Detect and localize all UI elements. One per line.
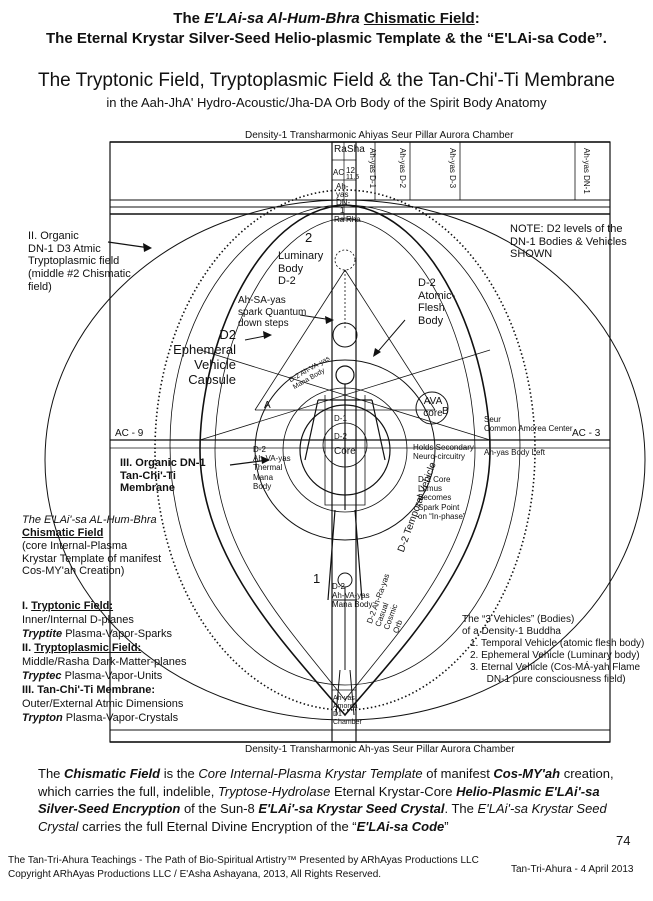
d2-label: D-2	[334, 432, 347, 441]
top-bar-label: Density-1 Transharmonic Ahiyas Seur Pill…	[245, 130, 514, 141]
circle-1-label: 1	[313, 571, 321, 586]
page-title: The Tryptonic Field, Tryptoplasmic Field…	[37, 70, 615, 91]
caption-paragraph: The Chismatic Field is the Core Internal…	[38, 766, 614, 834]
footer-line-2: Copyright ARhAyas Productions LLC / E'As…	[8, 869, 382, 880]
organic-tan-chi-ti-label: III. Organic DN-1 Tan-Chi'-Ti Membrane	[120, 457, 206, 495]
spirit-body-diagram: Density-1 Transharmonic Ahiyas Seur Pill…	[0, 130, 653, 760]
pillar-label-d2: Ah-yas D-2	[398, 148, 408, 189]
tryptoplasmic-line: Middle/Rasha Dark-Matter-planes	[22, 656, 187, 668]
pillar-cell: 12	[346, 166, 355, 175]
ephemeral-vehicle-label: D2 Ephemeral Vehicle Capsule	[173, 327, 236, 387]
pillar-cell: 1	[340, 206, 345, 215]
core-label: Core	[334, 446, 356, 457]
tan-chi-ti-heading: III. Tan-Chi'-Ti Membrane:	[22, 684, 155, 696]
luminary-body-label: Luminary Body D-2	[278, 250, 324, 288]
pillar-cell: Rha	[346, 215, 361, 224]
three-vehicles-intro: The “3 Vehicles” (Bodies) of a Density-1…	[462, 614, 575, 637]
diagram-drawing	[44, 141, 646, 743]
page-subtitle: in the Aah-JhA' Hydro-Acoustic/Jha-DA Or…	[106, 95, 547, 110]
bottom-bar-label: Density-1 Transharmonic Ah-yas Seur Pill…	[245, 744, 515, 755]
ephemeral-capsule	[199, 204, 491, 717]
sunburst-ring	[154, 189, 536, 711]
ava-circle	[415, 391, 449, 425]
organic-dn1-label: II. Organic DN-1 D3 Atmic Tryptoplasmic …	[28, 230, 131, 293]
three-vehicles-item-2: 2. Ephemeral Vehicle (Luminary body)	[470, 650, 640, 661]
inner-circle-large	[254, 359, 436, 541]
pillar-bottom-label: Ah-yas Amorea D1 Chamber	[333, 695, 362, 727]
ah-sa-yas-label: Ah-SA-yas spark Quantum down steps	[238, 295, 307, 329]
left-italic-line: The E'LAi'-sa AL-Hum-Bhra	[22, 514, 157, 526]
pillar-cell: AC	[333, 168, 345, 177]
d2-ahvayas-thermal-label: D-2 Ah-VA-yas Thermal Mana Body	[253, 445, 291, 491]
pillar-cell: yas	[336, 190, 349, 199]
left-desc: (core Internal-Plasma Krystar Template o…	[22, 540, 162, 578]
three-vehicles-item-3: 3. Eternal Vehicle (Cos-MÁ-yah Flame	[470, 662, 641, 673]
point-a-label: A	[264, 400, 271, 411]
ac9-label: AC - 9	[115, 428, 144, 439]
pillar-label-dn1: Ah-yas DN-1	[582, 148, 592, 194]
figure-body	[304, 384, 386, 601]
ava-core-label: AVA core	[423, 396, 443, 419]
pillar-label-d1: Ah-yas D-1	[368, 148, 378, 189]
central-pillar	[331, 141, 357, 743]
page-number: 74	[616, 833, 631, 848]
header-line-1: The E'LAi-sa Al-Hum-Bhra Chismatic Field…	[173, 10, 480, 27]
three-vehicles-item-1: 1. Temporal Vehicle (atomic flesh body)	[470, 638, 645, 649]
tryptite-line: Tryptite Plasma-Vapor-Sparks	[22, 628, 172, 640]
pillar-cell: DN-	[336, 198, 351, 207]
d2-core-lumus-label: D-2 Core Lumus Becomes Spark Point on “I…	[418, 475, 466, 521]
pillar-cell: Ra	[334, 215, 345, 224]
holds-secondary-label: Holds Secondary Neuro-circuitry	[413, 443, 474, 462]
note-label: NOTE: D2 levels of the DN-1 Bodies & Veh…	[510, 223, 627, 261]
pillar-label-d3: Ah-yas D-3	[448, 148, 458, 189]
footer-line-1: The Tan-Tri-Ahura Teachings - The Path o…	[8, 855, 479, 866]
seur-label: Seur Common Amorea Center	[484, 415, 573, 434]
pillar-cell: Ah-	[336, 182, 349, 191]
trypton-line: Trypton Plasma-Vapor-Crystals	[22, 712, 179, 724]
point-b-label: B	[442, 406, 449, 417]
footer-right: Tan-Tri-Ahura - 4 April 2013	[511, 864, 634, 875]
chismatic-field-heading: Chismatic Field	[363, 10, 475, 27]
tryptonic-line: Inner/Internal D-planes	[22, 614, 134, 626]
ac3-label: AC - 3	[572, 428, 601, 439]
three-vehicles-item-4: DN-1 pure consciousness field)	[470, 674, 626, 685]
d1-label: D-1	[334, 414, 347, 423]
pillar-label-sha: Sha	[347, 144, 365, 155]
figure-head	[335, 365, 355, 385]
pillar-label-ra: Ra	[334, 144, 347, 155]
pillar-cell: 11.5	[346, 174, 360, 181]
tryptec-line: Tryptec Plasma-Vapor-Units	[22, 670, 163, 682]
ahyas-body-left-label: Ah-yas Body Left	[484, 448, 545, 457]
left-chismatic: Chismatic Field	[22, 527, 104, 539]
tan-chi-ti-line: Outer/External Atmic Dimensions	[22, 698, 184, 710]
circle-2-label: 2	[305, 230, 313, 245]
d2-atomic-flesh-label: D-2 Atomic- Flesh Body	[418, 277, 456, 327]
tryptoplasmic-heading: II. Tryptoplasmic Field:	[22, 642, 142, 654]
d2-ahvayas-mana-label: D-2 Ah-VA-yas Mana Body	[332, 582, 373, 610]
tryptonic-heading: I. Tryptonic Field:	[22, 600, 114, 612]
chismatic-outer-ellipse	[44, 199, 646, 721]
header-line-2: The Eternal Krystar Silver-Seed Helio-pl…	[46, 30, 607, 47]
